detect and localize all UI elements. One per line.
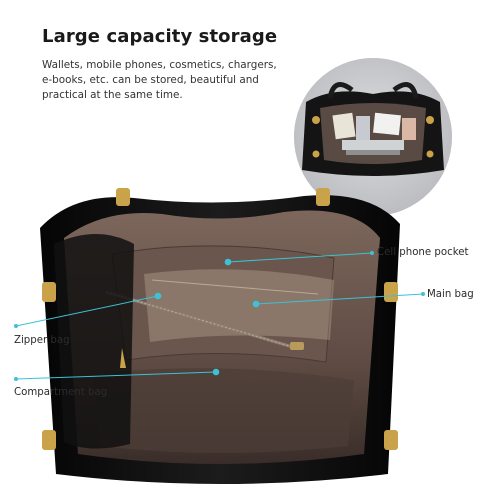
interior-detail-illustration: [294, 58, 452, 216]
feature-description: Wallets, mobile phones, cosmetics, charg…: [42, 59, 277, 101]
page-title: Large capacity storage: [42, 26, 278, 47]
zipper-bag-label: Zipper bag: [14, 335, 70, 346]
main-bag-label: Main bag: [427, 289, 474, 300]
compartment-bag-endpoint: [14, 377, 18, 381]
cell-phone-pocket-label: Cell phone pocket: [377, 247, 469, 258]
compartment-bag-label: Compartment bag: [14, 387, 108, 398]
interior-detail-photo: [294, 58, 452, 216]
zipper-bag-endpoint: [14, 324, 18, 328]
bag-interior-photo: [40, 188, 400, 484]
main-bag-endpoint: [421, 292, 425, 296]
